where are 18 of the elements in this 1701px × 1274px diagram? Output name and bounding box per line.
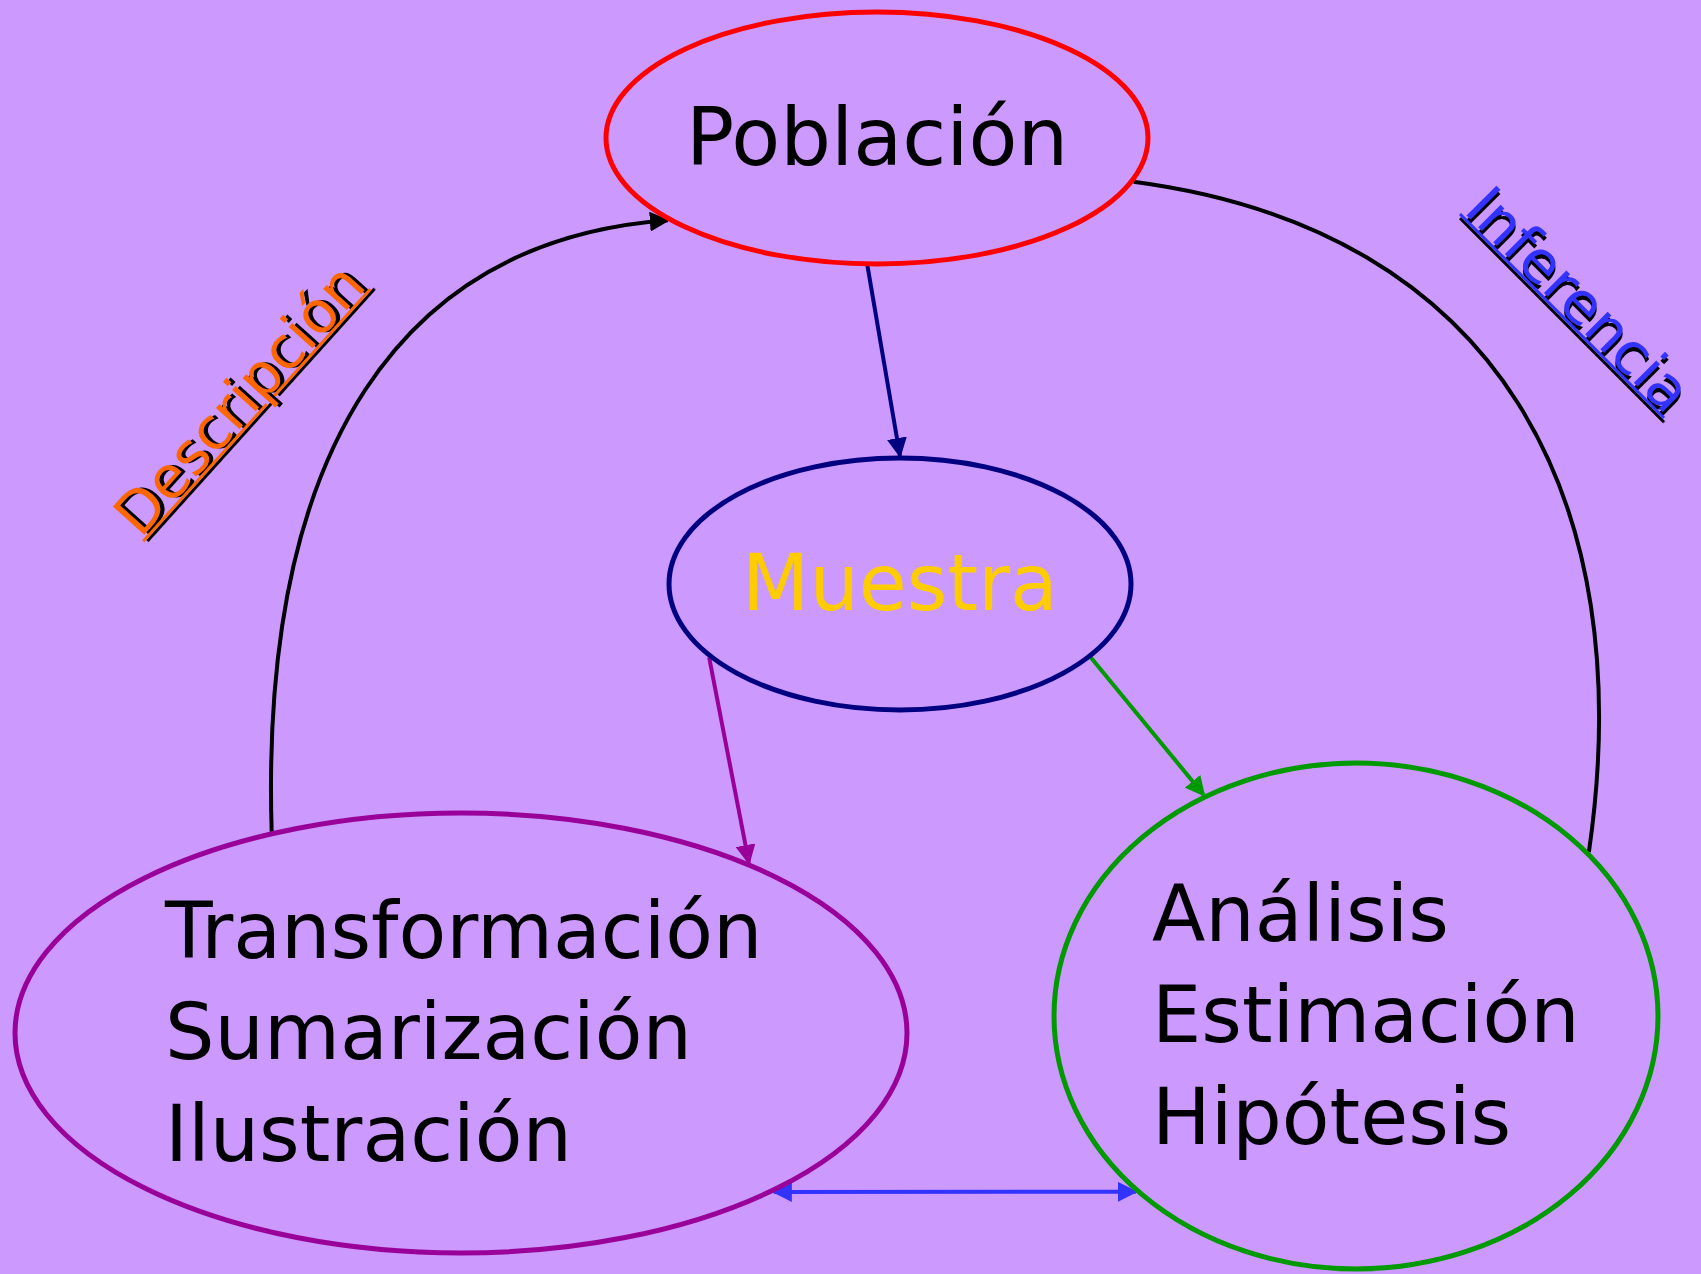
arrow <box>865 265 907 458</box>
node-text: Análisis <box>1152 867 1449 961</box>
ellipse-node <box>667 456 1133 712</box>
node-text: Estimación <box>1152 969 1580 1063</box>
node-text: Transformación <box>165 884 763 978</box>
arrow <box>771 1181 1138 1202</box>
node-text: Ilustración <box>165 1087 572 1181</box>
arrow <box>1089 656 1206 797</box>
arrow <box>269 212 670 832</box>
arrow <box>707 657 756 865</box>
node-text: Población <box>685 90 1069 186</box>
node-text: Muestra <box>742 537 1058 631</box>
node-text: Hipótesis <box>1152 1070 1512 1164</box>
ellipse-node <box>1052 761 1660 1271</box>
connector-line <box>1133 179 1601 853</box>
ellipse-node <box>13 811 909 1255</box>
ellipse-node <box>604 10 1150 266</box>
node-text: Sumarización <box>165 986 692 1080</box>
